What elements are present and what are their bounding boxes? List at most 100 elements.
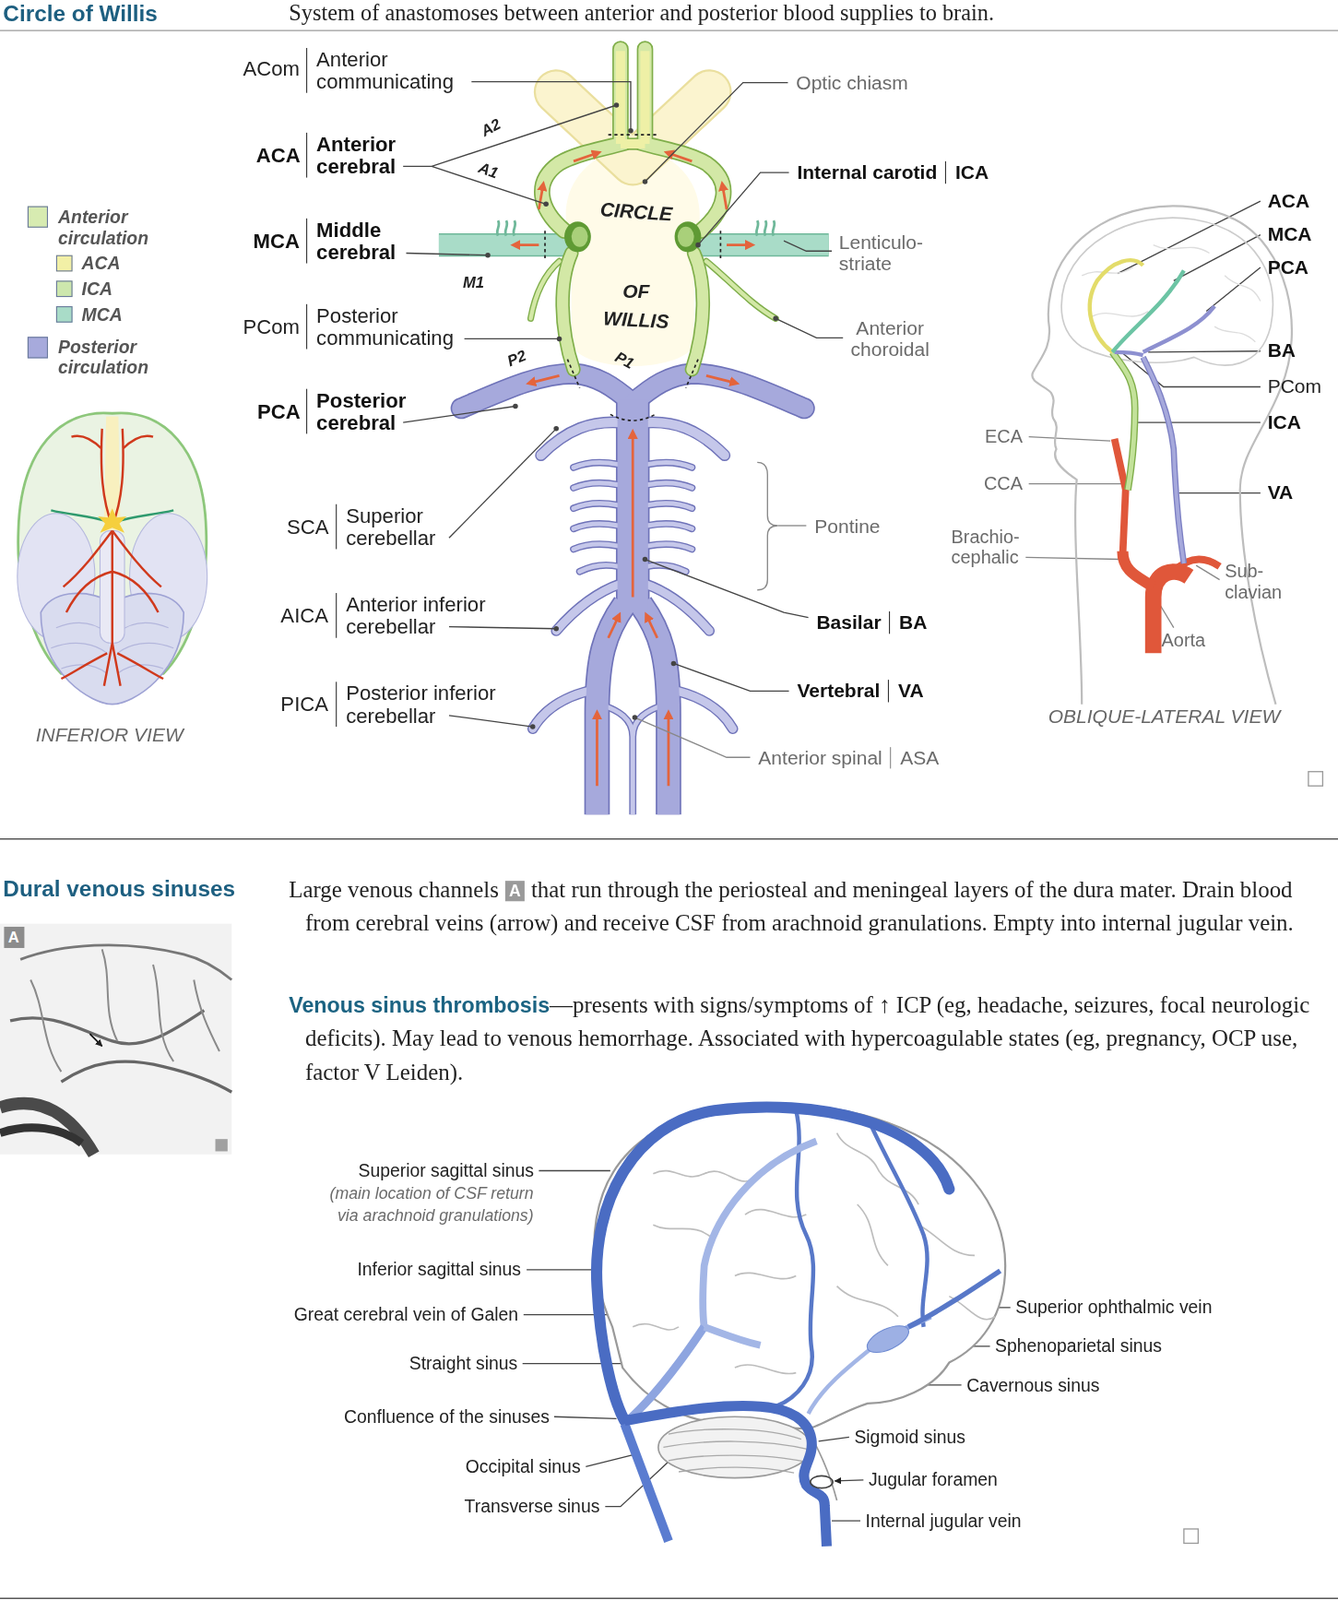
dural-sinus-drawing-part [810, 1475, 833, 1488]
circle-of-willis-drawing-part-part [600, 704, 666, 816]
circle-of-willis-drawing-part-part [632, 373, 805, 409]
key-term: Venous sinus thrombosis [288, 993, 550, 1017]
sinus-label: Confluence of the sinuses [343, 1406, 550, 1427]
leader-lines-part [818, 1436, 850, 1441]
oblique-lateral-view-part [1089, 260, 1144, 353]
leader-dots-part [772, 316, 779, 322]
circle-of-willis-drawing-part-part [573, 153, 597, 162]
view-caption: INFERIOR VIEW [35, 723, 184, 746]
angiogram-image-part [0, 923, 232, 1155]
circle-of-willis-drawing-part-part [438, 235, 572, 256]
leader-lines-part [585, 1454, 635, 1467]
angiogram-image-part [20, 945, 232, 981]
vessel-label: Posterior communicating [306, 304, 454, 350]
vessel-label: PICA [280, 693, 329, 716]
vessel-label: ICA [1267, 411, 1302, 434]
sinus-label: Superior ophthalmic vein [1015, 1297, 1212, 1318]
leader-lines-part [406, 252, 489, 255]
circle-of-willis-drawing-part-part [706, 260, 776, 319]
sinus-label: Inferior sagittal sinus [356, 1259, 521, 1280]
structure-label: Anterior choroidal [851, 317, 930, 360]
oblique-lateral-view-part [1114, 352, 1144, 356]
legend-swatch [56, 255, 73, 273]
vessel-label: Vertebral [796, 679, 880, 702]
sinus-label: Occipital sinus [465, 1456, 581, 1477]
leader-lines-part [644, 82, 788, 182]
circle-of-willis-drawing-part-part [608, 133, 658, 136]
dural-sinus-drawing-part [808, 1347, 874, 1414]
angiogram-image-part [0, 1102, 95, 1154]
circle-of-willis-drawing-part-part [438, 233, 572, 257]
vessel-label: Middle cerebral [306, 218, 396, 264]
dural-sinus-drawing-part [908, 1270, 1001, 1327]
leader-dots-part [627, 128, 634, 134]
vessel-label: Aorta [1161, 629, 1207, 651]
leader-dots-part [695, 242, 701, 249]
leader-dots-part [553, 626, 559, 632]
structure-label: Lenticulo- striate [839, 231, 924, 274]
leader-lines-part [644, 559, 808, 618]
oblique-lateral-view-part [1112, 352, 1135, 490]
leader-lines-part [1178, 492, 1261, 494]
legend-label: Posterior circulation [58, 336, 149, 378]
oblique-lateral-view-part [1143, 356, 1185, 564]
sinus-label: Jugular foramen [868, 1469, 998, 1491]
leader-dots-part [556, 336, 563, 343]
section-rules-part [0, 1597, 1338, 1599]
sinus-note: (main location of CSF return via arachno… [329, 1182, 533, 1225]
vessel-label: Anterior inferior cerebellar [335, 592, 486, 639]
figure-reference-badge: A [505, 880, 526, 901]
dural-sinus-drawing-part [863, 1320, 912, 1359]
circle-of-willis-drawing-part [532, 422, 734, 815]
vessel-label: SCA [286, 515, 330, 538]
segment-label: P2 [504, 345, 529, 369]
circle-of-willis-drawing-part-part [562, 252, 574, 369]
oblique-lateral-view-part [1143, 306, 1215, 353]
circle-of-willis-drawing-part [620, 50, 646, 144]
leader-dots-part [632, 714, 639, 721]
inferior-brain-view [17, 413, 208, 705]
leader-lines-part [1137, 422, 1261, 424]
angiogram-image-part [89, 1033, 102, 1046]
leader-lines-part [634, 717, 750, 758]
circle-of-willis-drawing-part [438, 244, 829, 246]
vessel-label: BA [888, 611, 927, 634]
legend-label: MCA [82, 304, 123, 325]
vessel-label: ACom [242, 57, 300, 80]
circle-of-willis-drawing-part-part [615, 400, 651, 613]
circle-of-willis-drawing-part-part [691, 252, 703, 369]
circle-of-willis-drawing-part [461, 373, 805, 815]
circle-of-willis-drawing-part-part [544, 230, 721, 260]
legend-label: ICA [82, 278, 113, 299]
legend-swatch [56, 306, 73, 323]
leader-lines-part [402, 406, 516, 424]
leader-lines-part [464, 338, 560, 340]
leader-lines-part [783, 240, 832, 251]
vessel-label: Anterior cerebral [306, 132, 396, 178]
leader-lines-part [757, 461, 778, 590]
vessel-label: ECA [984, 426, 1023, 448]
vessel-label: Superior cerebellar [335, 504, 436, 550]
circle-of-willis-drawing-part [571, 226, 589, 248]
leader-lines-part [449, 627, 557, 629]
angiogram-image-part [60, 1061, 232, 1092]
section-subtitle: System of anastomoses between anterior a… [288, 0, 995, 27]
segment-label: A2 [477, 114, 504, 140]
vessel-label: MCA [252, 229, 299, 252]
oblique-lateral-view [1031, 205, 1292, 704]
sinus-label: Straight sinus [409, 1353, 518, 1374]
dural-sinus-drawing [594, 1104, 1007, 1547]
legend-swatch [27, 206, 48, 228]
circle-of-willis-drawing [438, 48, 829, 815]
segment-label: M1 [462, 272, 485, 291]
vessel-label: Posterior inferior cerebellar [335, 681, 496, 727]
oblique-lateral-view-part [1112, 270, 1184, 353]
section-rules-part [0, 838, 1338, 841]
angiogram-image-part [30, 948, 220, 1072]
dural-sinus-drawing-part [658, 1416, 812, 1478]
structure-label: ASA [889, 746, 939, 769]
circle-of-willis-drawing-part [544, 134, 721, 421]
leader-lines-part [402, 105, 616, 204]
section-rules [0, 30, 1338, 1599]
vessel-label: PCA [257, 400, 301, 423]
